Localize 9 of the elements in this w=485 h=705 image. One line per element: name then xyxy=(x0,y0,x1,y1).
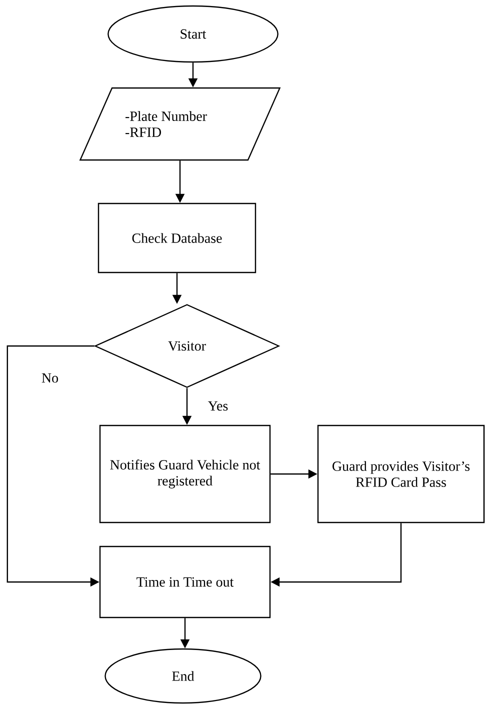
process-box: Guard provides Visitor’s RFID Card Pass xyxy=(317,424,485,524)
end-terminal: End xyxy=(104,648,262,704)
process-box: Time in Time out xyxy=(99,546,271,618)
start-terminal: Start xyxy=(108,5,278,63)
process-box: Check Database xyxy=(98,202,256,274)
edge-label: Yes xyxy=(208,401,228,411)
edge-label: No xyxy=(42,373,58,383)
node-label: Visitor xyxy=(168,341,206,351)
process-box: Notifies Guard Vehicle not registered xyxy=(99,424,271,524)
